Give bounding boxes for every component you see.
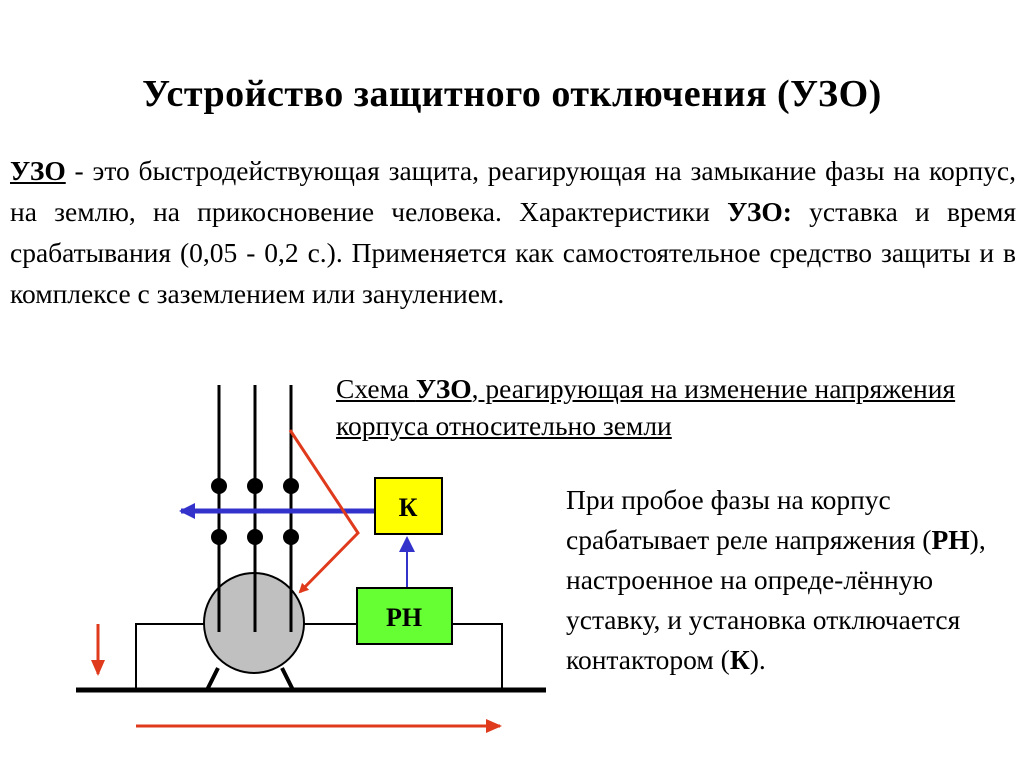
caption-pre: Схема (336, 373, 416, 404)
diagram-caption: Схема УЗО, реагирующая на изменение напр… (336, 370, 976, 444)
contactor-box (374, 477, 443, 535)
motor-foot-left (205, 667, 220, 691)
motor-foot-right (280, 667, 295, 691)
term-uzo: УЗО (10, 155, 66, 186)
explain-3: ). (749, 644, 766, 675)
intro-text-2: уставка и время срабатывания (0,05 - 0,2… (10, 196, 1016, 309)
caption-post: , реагирующая на изменение напряжения ко… (336, 373, 956, 441)
explain-1: При пробое фазы на корпус срабатывает ре… (566, 484, 932, 555)
red-fault-arrow (288, 429, 360, 594)
caption-term: УЗО (415, 373, 472, 404)
relay-box (356, 587, 453, 645)
contacts-upper (211, 478, 299, 494)
contacts-lower (211, 529, 299, 545)
intro-text-1: - это быстродействующая защита, реагирую… (10, 155, 1016, 227)
explain-2: ), настроенное на опреде-лённую уставку,… (566, 524, 986, 675)
page-title: Устройство защитного отключения (УЗО) (142, 73, 882, 115)
term-uzo-2: УЗО: (727, 196, 792, 227)
uzo-diagram: К РН (76, 385, 546, 733)
intro-paragraph: УЗО - это быстродействующая защита, реаг… (10, 150, 1016, 314)
diagram-explanation: При пробое фазы на корпус срабатывает ре… (566, 480, 1006, 680)
explain-rn: РН (931, 524, 970, 555)
relay-label: РН (386, 603, 422, 632)
left-enclosure-wire (135, 623, 205, 688)
explain-k: К (729, 644, 750, 675)
contactor-label: К (399, 493, 418, 522)
